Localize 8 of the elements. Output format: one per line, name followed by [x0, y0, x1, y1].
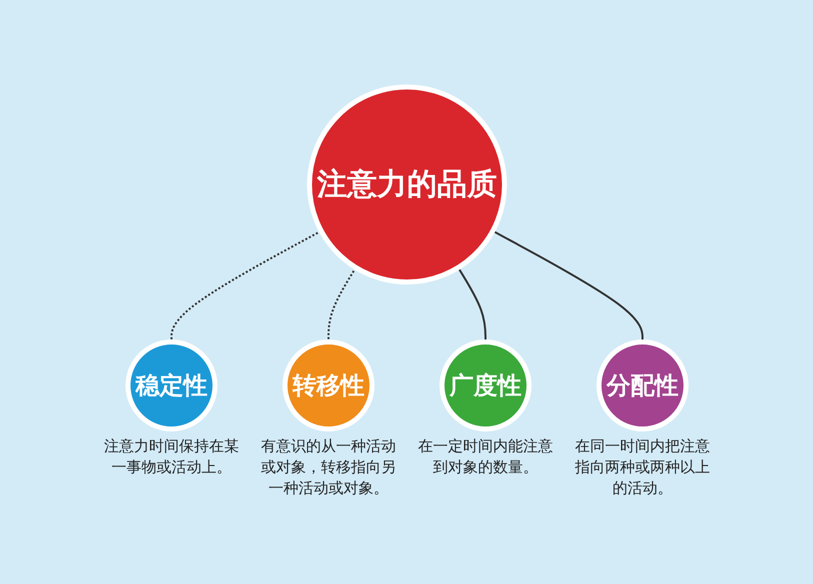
description-text: 注意力时间保持在某一事物或活动上。 — [104, 437, 238, 476]
connector — [456, 267, 486, 342]
description-text: 在一定时间内能注意到对象的数量。 — [418, 437, 552, 476]
node-circle: 广度性 — [439, 340, 531, 432]
description-text: 有意识的从一种活动或对象，转移指向另一种活动或对象。 — [260, 437, 396, 497]
node-circle: 注意力的品质 — [306, 84, 506, 284]
description-text: 在同一时间内把注意指向两种或两种以上的活动。 — [574, 437, 710, 497]
connector — [492, 230, 643, 342]
